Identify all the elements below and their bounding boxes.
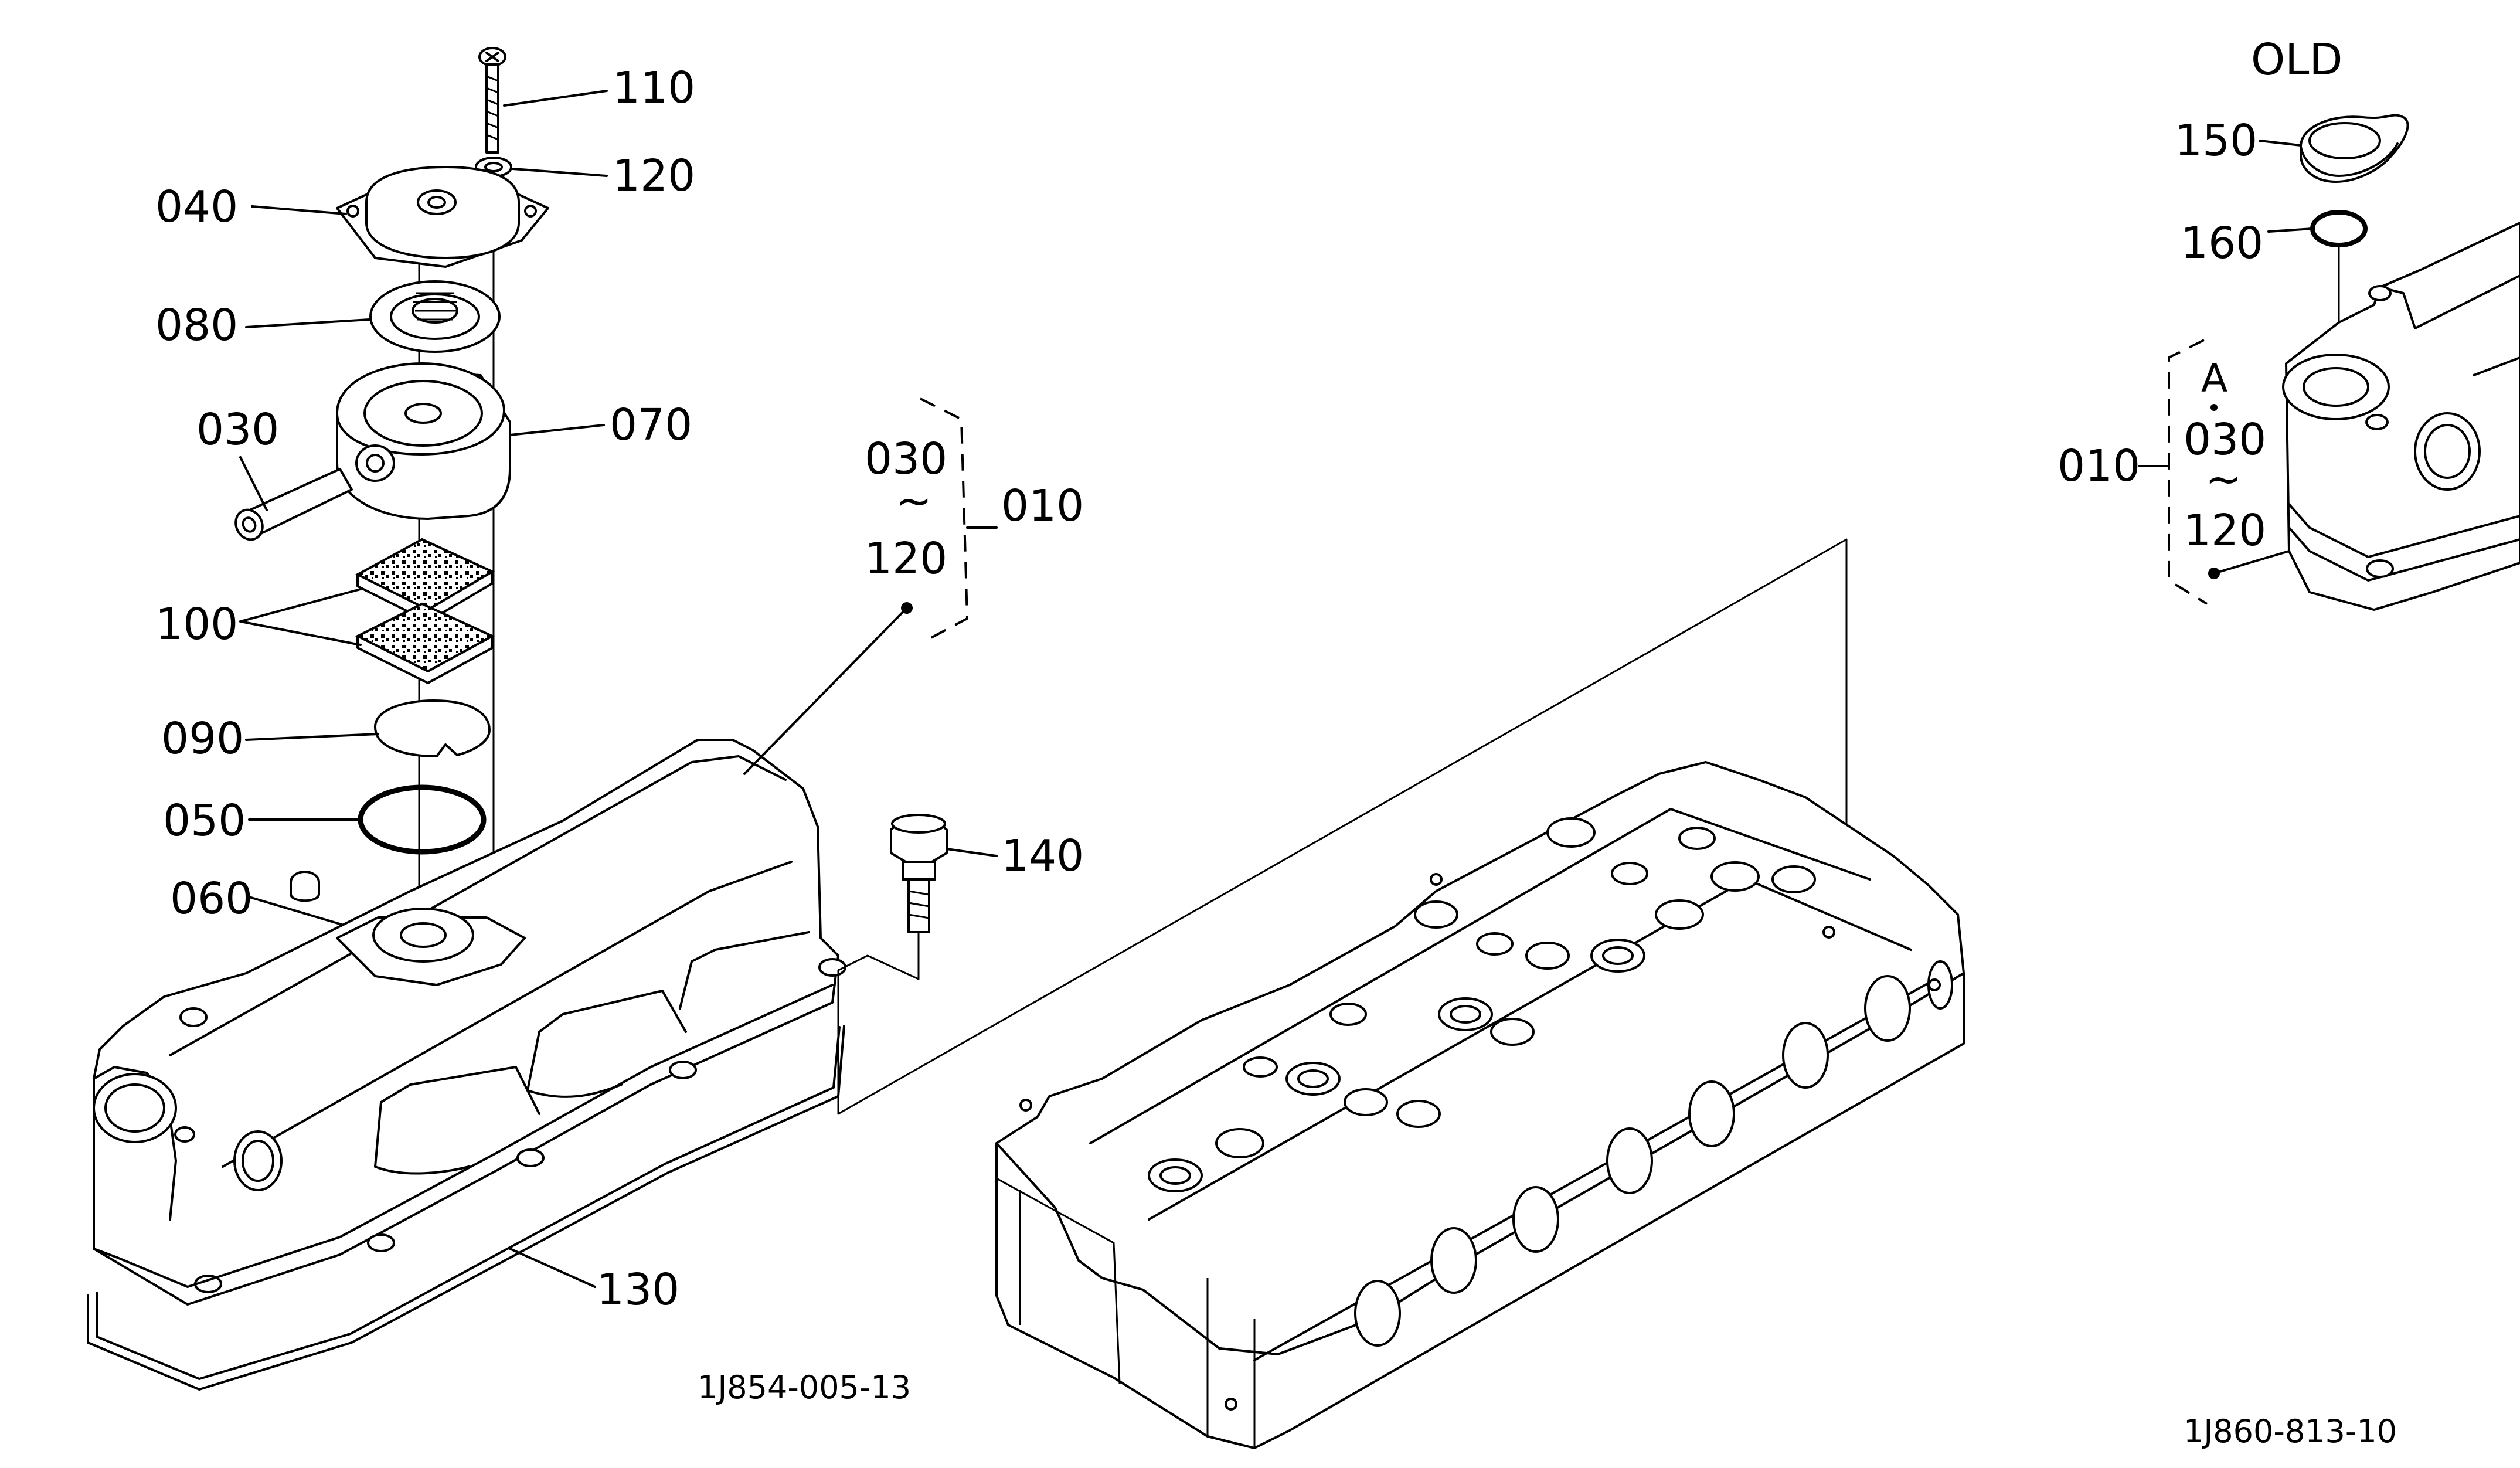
leader-line	[509, 1248, 596, 1288]
cap-icon	[290, 871, 320, 902]
leader-line	[239, 456, 268, 511]
callout-110: 110	[613, 63, 695, 113]
callout-040: 040	[155, 182, 238, 232]
callout-050: 050	[163, 796, 246, 846]
leader-line	[251, 205, 347, 215]
o-ring-icon	[2310, 210, 2368, 247]
bracket-tilde: ~	[896, 476, 932, 526]
gasket-icon	[87, 1025, 845, 1391]
callout-090: 090	[161, 713, 244, 764]
pipe-icon	[234, 468, 353, 541]
bracket-from: 030	[2184, 414, 2266, 465]
callout-060: 060	[170, 874, 253, 924]
old-heading: OLD	[2251, 35, 2342, 85]
leader-line	[2259, 140, 2302, 147]
valve-cover-icon	[2282, 222, 2520, 611]
assembly-bracket	[2168, 339, 2208, 605]
callout-070: 070	[610, 400, 692, 450]
plate-icon	[374, 699, 491, 757]
callout-080: 080	[155, 300, 238, 351]
figure-ref-right: 1J860-813-10	[2184, 1413, 2397, 1450]
callout-130: 130	[597, 1265, 679, 1315]
bracket-to: 120	[865, 533, 947, 584]
bracket-tilde: ~	[2205, 454, 2242, 505]
leader-line	[509, 424, 605, 436]
bracket-to: 120	[2184, 505, 2266, 556]
callout-030: 030	[196, 405, 279, 455]
bracket-from: 030	[865, 434, 947, 484]
leader-line	[2267, 227, 2314, 233]
leader-line	[743, 607, 908, 775]
callout-100: 100	[155, 599, 238, 650]
callout-140: 140	[1001, 831, 1084, 881]
leader-line	[245, 733, 379, 741]
callout-120: 120	[613, 151, 695, 201]
cylinder-head-icon	[995, 761, 1965, 1449]
assembly-line	[837, 538, 1848, 1115]
leader-line	[946, 848, 998, 857]
bracket-assembly: 010	[1001, 481, 1084, 531]
o-ring-icon	[358, 784, 487, 855]
leader-line	[503, 90, 608, 107]
oil-filler-cap-icon	[2300, 114, 2409, 183]
leader-line	[248, 896, 359, 930]
valve-cover-icon	[93, 739, 846, 1306]
leader-line	[2213, 550, 2290, 575]
bracket-marker: A	[2201, 356, 2227, 401]
figure-ref-left: 1J854-005-13	[698, 1369, 911, 1406]
breather-body-icon	[336, 362, 511, 520]
assembly-bracket	[920, 397, 969, 643]
leader-line	[512, 168, 608, 177]
breather-cover-icon	[336, 166, 549, 268]
leader-line	[245, 318, 370, 328]
leader-line	[239, 588, 362, 623]
bracket-dot	[2210, 404, 2218, 411]
filter-element-icon	[355, 538, 495, 684]
bolt-icon	[890, 814, 948, 933]
valve-plate-icon	[369, 280, 501, 353]
screw-icon	[478, 47, 506, 154]
callout-150: 150	[2175, 115, 2257, 166]
leader-line	[239, 620, 362, 646]
callout-160: 160	[2181, 218, 2263, 269]
bracket-assembly: 010	[2058, 441, 2140, 491]
